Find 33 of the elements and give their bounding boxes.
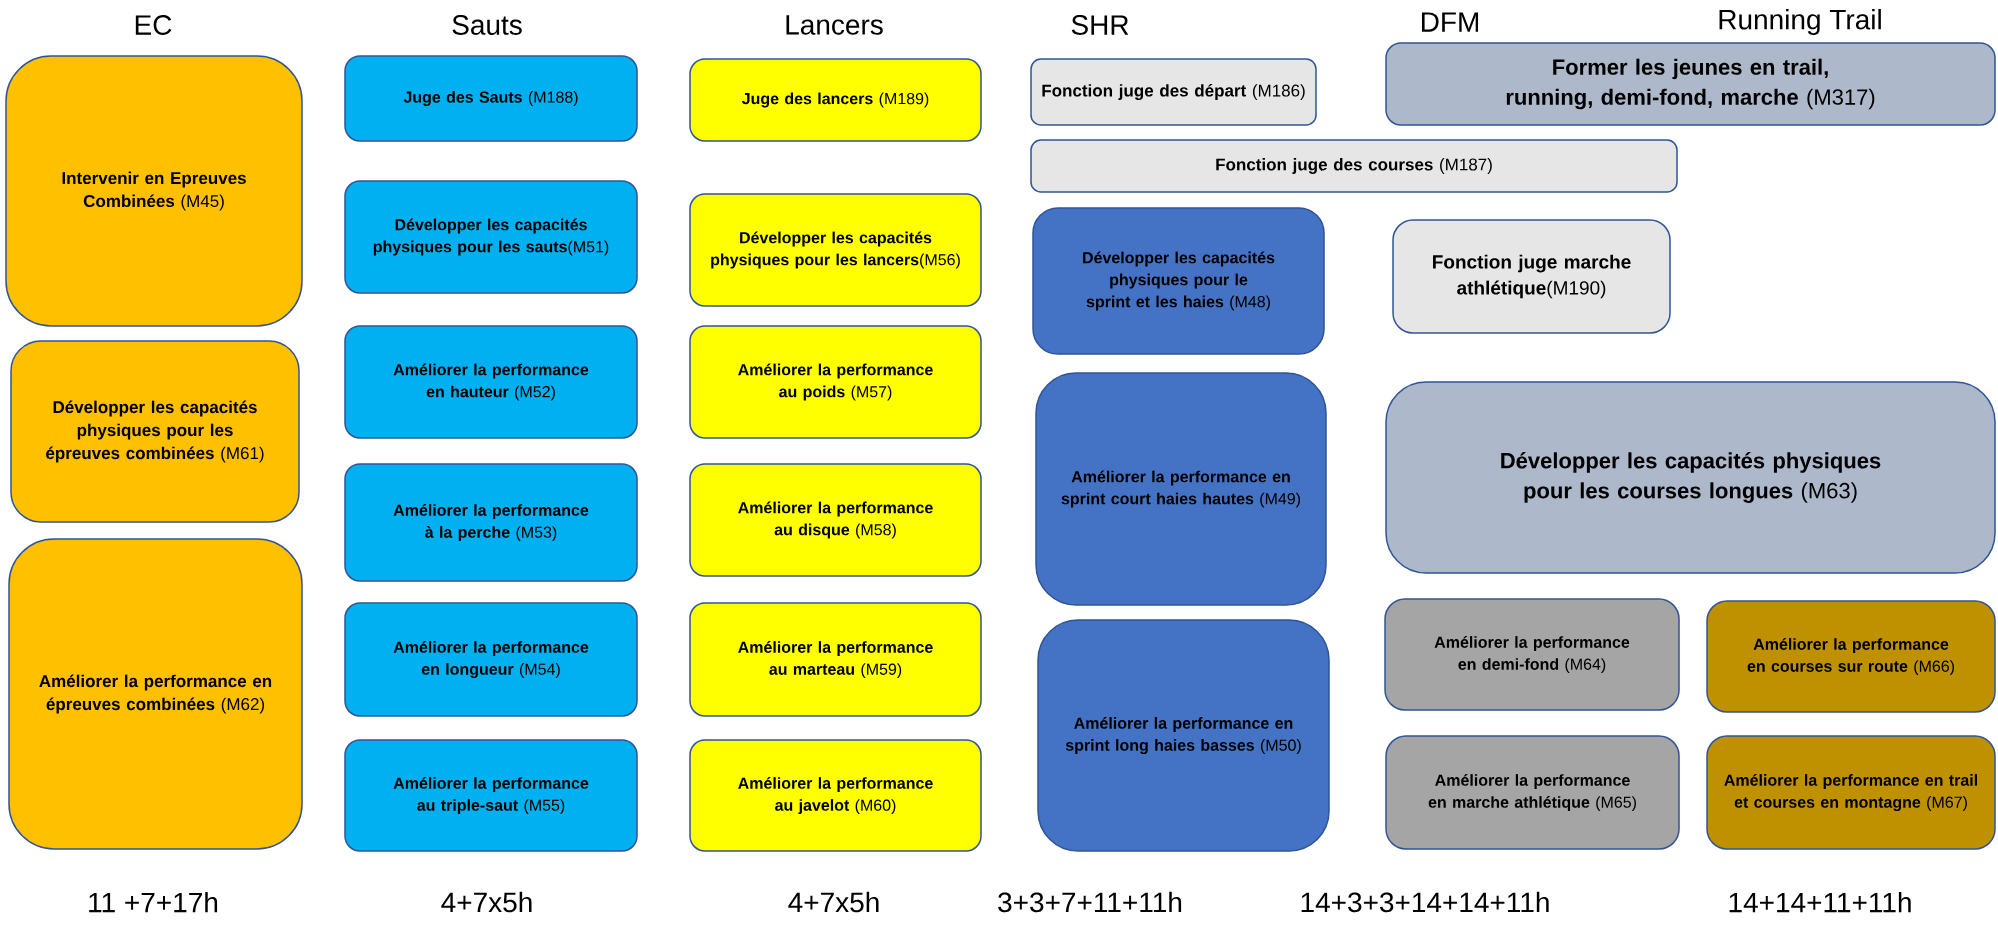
module-box: Améliorer la performance au poids (M57): [689, 325, 982, 439]
module-box: Améliorer la performance en hauteur (M52): [344, 325, 638, 439]
module-box: Améliorer la performance en demi-fond (M64): [1384, 598, 1680, 711]
module-box: Fonction juge des courses (M187): [1030, 139, 1678, 193]
hours-label: 3+3+7+11+11h: [998, 891, 1182, 913]
hours-label: 4+7x5h: [788, 891, 879, 913]
hours-label: 14+14+11+11h: [1729, 891, 1911, 913]
module-box: Fonction juge des départ (M186): [1030, 58, 1317, 126]
module-box: Développer les capacités physiques pour les courses longues (M63): [1385, 381, 1996, 574]
module-box: Intervenir en Epreuves Combinées (M45): [5, 55, 303, 327]
module-box: Améliorer la performance au disque (M58): [689, 463, 982, 577]
module-box: Améliorer la performance en sprint court haies hautes (M49): [1035, 372, 1327, 606]
hours-label: 4+7x5h: [441, 891, 532, 913]
module-box: Développer les capacités physiques pour les épreuves combinées (M61): [10, 340, 300, 523]
module-box: Développer les capacités physiques pour les sauts(M51): [344, 180, 638, 294]
module-box: Améliorer la performance à la perche (M53): [344, 463, 638, 582]
module-box: Juge des lancers (M189): [689, 58, 982, 142]
module-box: Juge des Sauts (M188): [344, 55, 638, 142]
module-box: Améliorer la performance en longueur (M54): [344, 602, 638, 717]
module-box: Améliorer la performance au triple-saut (M55): [344, 739, 638, 852]
module-box: Améliorer la performance en courses sur route (M66): [1706, 600, 1996, 713]
module-box: Développer les capacités physiques pour les lancers(M56): [689, 193, 982, 307]
hours-label: 14+3+3+14+14+11h: [1301, 891, 1549, 913]
module-box: Améliorer la performance en épreuves combinées (M62): [8, 538, 303, 850]
module-box: Former les jeunes en trail, running, demi-fond, marche (M317): [1385, 42, 1996, 126]
module-box: Développer les capacités physiques pour le sprint et les haies (M48): [1032, 207, 1325, 355]
module-box: Fonction juge marche athlétique(M190): [1392, 219, 1671, 334]
module-box: Améliorer la performance au javelot (M60): [689, 739, 982, 852]
module-box: Améliorer la performance en trail et courses en montagne (M67): [1706, 735, 1996, 850]
module-box: Améliorer la performance en marche athlétique (M65): [1385, 735, 1680, 850]
module-box: Améliorer la performance au marteau (M59): [689, 602, 982, 717]
module-box: Améliorer la performance en sprint long haies basses (M50): [1037, 619, 1330, 852]
hours-label: 11 +7+17h: [89, 891, 218, 913]
